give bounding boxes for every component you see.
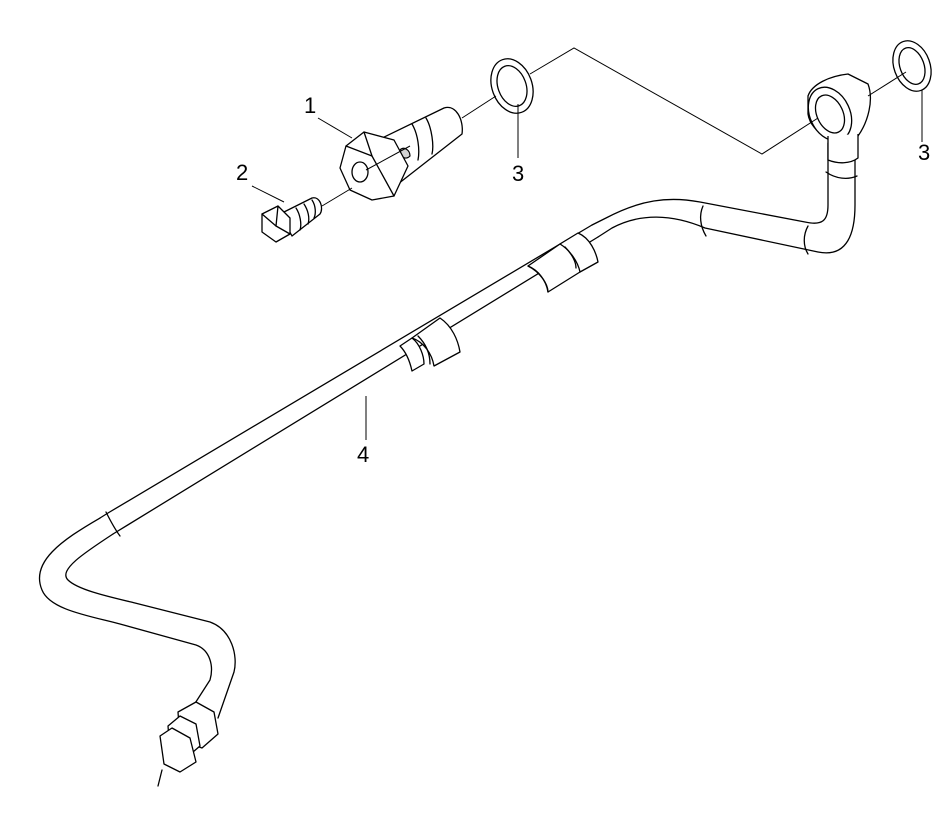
pipe-end-nut bbox=[157, 701, 219, 787]
bleed-bolt bbox=[261, 197, 323, 243]
pipe-sleeve-upper bbox=[527, 232, 599, 293]
leader-lines bbox=[251, 90, 923, 440]
pipe-banjo-eye bbox=[807, 73, 872, 164]
sealing-washer-left bbox=[490, 58, 534, 114]
callout-4: 4 bbox=[357, 442, 369, 467]
callout-3-left: 3 bbox=[512, 161, 524, 186]
callout-3-right: 3 bbox=[918, 140, 930, 165]
callout-2: 2 bbox=[236, 160, 248, 185]
banjo-bolt bbox=[339, 106, 463, 201]
sealing-washer-right bbox=[892, 40, 932, 92]
oil-pipe bbox=[38, 73, 872, 787]
pipe-sleeve-lower bbox=[399, 317, 461, 372]
assembly-centerlines bbox=[321, 47, 907, 207]
callout-1: 1 bbox=[304, 93, 316, 118]
